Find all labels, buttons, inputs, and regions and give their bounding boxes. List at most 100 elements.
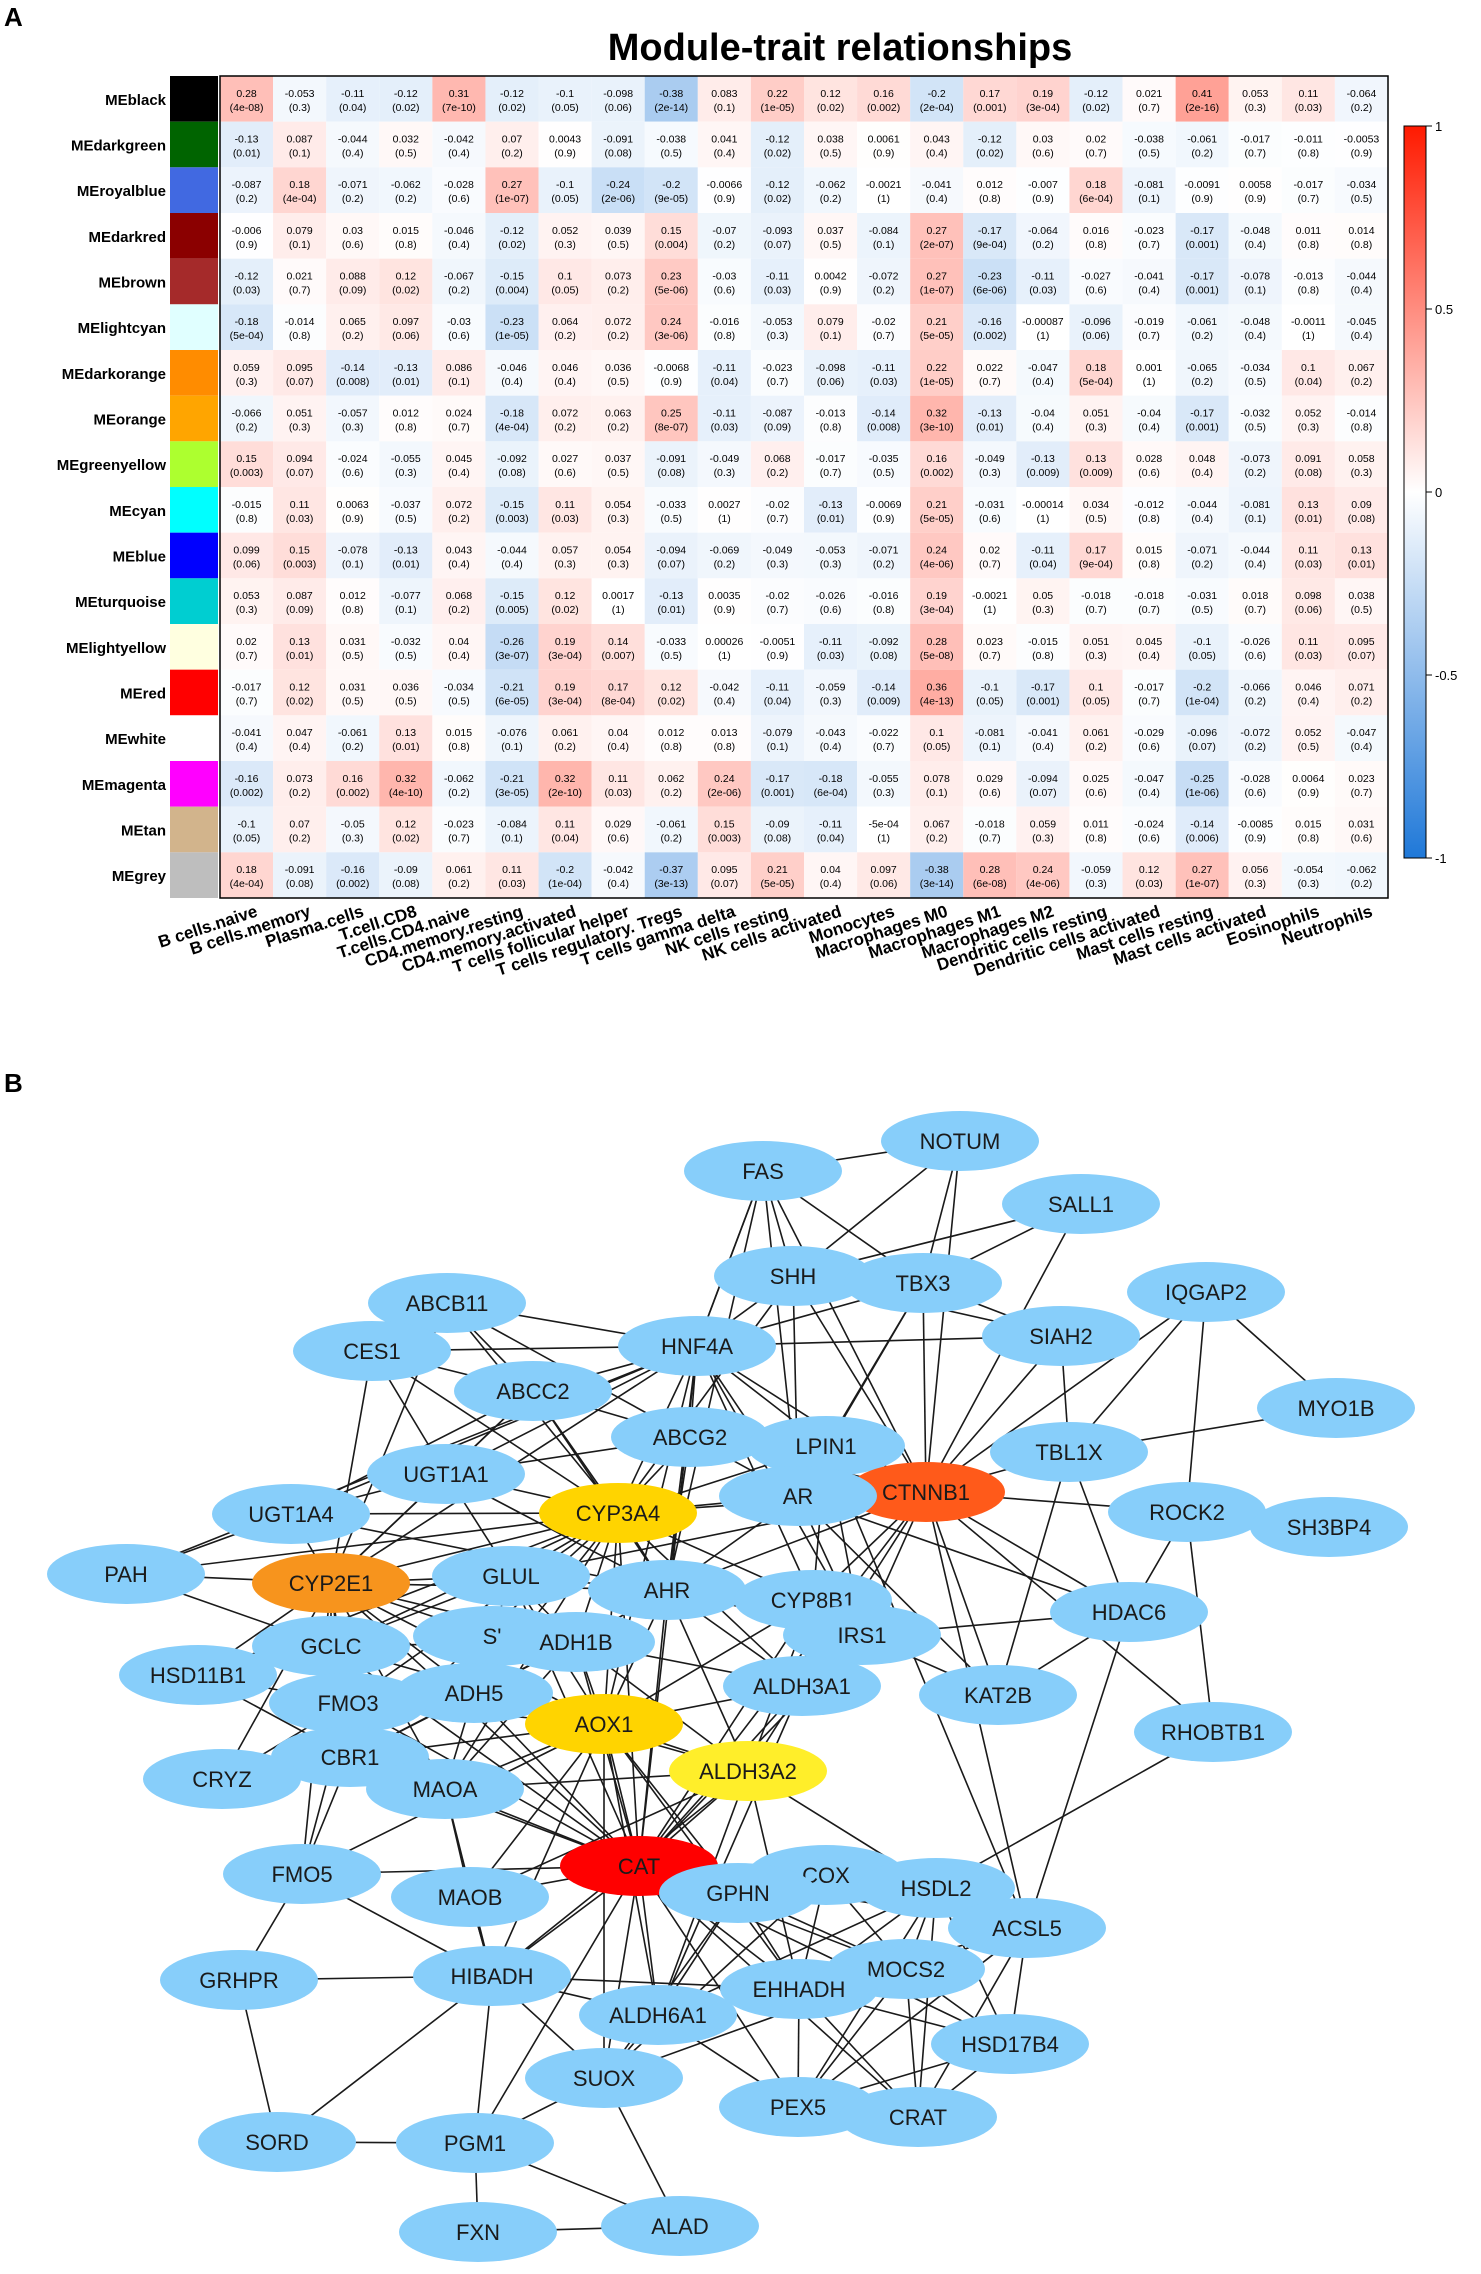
node-adh5[interactable]: ADH5 (395, 1663, 553, 1723)
node-notum[interactable]: NOTUM (881, 1111, 1039, 1171)
node-gclc[interactable]: GCLC (252, 1616, 410, 1676)
heatmap-cell (273, 213, 327, 259)
cell-correlation: 0.057 (552, 545, 578, 557)
cell-correlation: 0.17 (980, 88, 1001, 100)
cell-correlation: 0.038 (1348, 590, 1374, 602)
node-lpin1[interactable]: LPIN1 (747, 1416, 905, 1476)
node-hdac6[interactable]: HDAC6 (1050, 1582, 1208, 1642)
cell-pvalue: (6e-05) (495, 696, 529, 708)
cell-correlation: -0.12 (500, 88, 524, 100)
node-crat[interactable]: CRAT (839, 2087, 997, 2147)
module-color-swatch (170, 487, 218, 533)
node-maob[interactable]: MAOB (391, 1867, 549, 1927)
node-myo1b[interactable]: MYO1B (1257, 1378, 1415, 1438)
module-label: MEblack (105, 92, 167, 109)
cell-correlation: 0.012 (658, 727, 684, 739)
heatmap-cell (220, 669, 274, 716)
node-ellipse (611, 1407, 769, 1467)
node-ahr[interactable]: AHR (588, 1560, 746, 1620)
cell-correlation: -0.24 (606, 179, 630, 191)
node-cyp2e1[interactable]: CYP2E1 (252, 1553, 410, 1613)
cell-correlation: -0.11 (713, 362, 736, 374)
node-fas[interactable]: FAS (684, 1141, 842, 1201)
node-hsdl2[interactable]: HSDL2 (857, 1858, 1015, 1918)
node-pgm1[interactable]: PGM1 (396, 2113, 554, 2173)
node-iqgap2[interactable]: IQGAP2 (1127, 1262, 1285, 1322)
node-ctnnb1[interactable]: CTNNB1 (847, 1462, 1005, 1522)
node-ces1[interactable]: CES1 (293, 1321, 451, 1381)
node-pex5[interactable]: PEX5 (719, 2077, 877, 2137)
cell-pvalue: (0.5) (342, 650, 364, 662)
node-cryz[interactable]: CRYZ (143, 1749, 301, 1809)
node-cyp3a4[interactable]: CYP3A4 (539, 1483, 697, 1543)
cell-correlation: -0.033 (656, 499, 686, 511)
node-rock2[interactable]: ROCK2 (1108, 1482, 1266, 1542)
node-aox1[interactable]: AOX1 (525, 1694, 683, 1754)
node-gphn[interactable]: GPHN (659, 1863, 817, 1923)
cell-pvalue: (1e-05) (761, 102, 795, 114)
heatmap-cell (697, 806, 751, 853)
cell-pvalue: (0.6) (1244, 650, 1266, 662)
node-acsl5[interactable]: ACSL5 (948, 1898, 1106, 1958)
node-aldh3a1[interactable]: ALDH3A1 (723, 1656, 881, 1716)
node-ehhadh[interactable]: EHHADH (720, 1959, 878, 2019)
node-irs1[interactable]: IRS1 (783, 1605, 941, 1665)
node-aldh6a1[interactable]: ALDH6A1 (579, 1985, 737, 2045)
node-hsd11b1[interactable]: HSD11B1 (119, 1645, 277, 1705)
node-ugt1a1[interactable]: UGT1A1 (367, 1444, 525, 1504)
node-hibadh[interactable]: HIBADH (413, 1946, 571, 2006)
node-ugt1a4[interactable]: UGT1A4 (212, 1484, 370, 1544)
heatmap-cell (697, 487, 751, 533)
node-ellipse (293, 1321, 451, 1381)
cell-correlation: 0.021 (286, 271, 312, 283)
node-hsd17b4[interactable]: HSD17B4 (931, 2014, 1089, 2074)
cell-pvalue: (0.9) (1351, 148, 1373, 160)
cell-pvalue: (0.9) (660, 376, 682, 388)
node-shh[interactable]: SHH (714, 1246, 872, 1306)
node-ar[interactable]: AR (719, 1466, 877, 1526)
cell-correlation: -0.091 (285, 864, 315, 876)
heatmap-cell (1228, 76, 1282, 122)
node-kat2b[interactable]: KAT2B (919, 1665, 1077, 1725)
node-glul[interactable]: GLUL (432, 1546, 590, 1606)
node-ellipse (857, 1858, 1015, 1918)
node-abcg2[interactable]: ABCG2 (611, 1407, 769, 1467)
heatmap-cell (326, 258, 380, 305)
node-sord[interactable]: SORD (198, 2112, 356, 2172)
cell-pvalue: (0.03) (233, 285, 260, 297)
node-tbl1x[interactable]: TBL1X (990, 1422, 1148, 1482)
node-fxn[interactable]: FXN (399, 2202, 557, 2262)
node-rhobtb1[interactable]: RHOBTB1 (1134, 1702, 1292, 1762)
network-edge (997, 1451, 1070, 1696)
cell-pvalue: (0.02) (764, 148, 791, 160)
cell-correlation: -0.047 (1028, 362, 1058, 374)
node-abcb11[interactable]: ABCB11 (368, 1273, 526, 1333)
node-suox[interactable]: SUOX (525, 2048, 683, 2108)
module-color-swatch (170, 624, 218, 670)
heatmap-cell (1334, 395, 1388, 442)
node-abcc2[interactable]: ABCC2 (454, 1361, 612, 1421)
node-fmo5[interactable]: FMO5 (223, 1844, 381, 1904)
node-maoa[interactable]: MAOA (366, 1759, 524, 1819)
node-pah[interactable]: PAH (47, 1544, 205, 1604)
cell-correlation: 0.079 (817, 316, 843, 328)
cell-pvalue: (0.7) (448, 833, 470, 845)
node-alad[interactable]: ALAD (601, 2196, 759, 2256)
cell-correlation: -0.055 (869, 773, 899, 785)
cell-correlation: -0.11 (872, 362, 895, 374)
node-tbx3[interactable]: TBX3 (844, 1253, 1002, 1313)
node-hnf4a[interactable]: HNF4A (618, 1316, 776, 1376)
node-sall1[interactable]: SALL1 (1002, 1174, 1160, 1234)
heatmap-cell (1334, 532, 1388, 579)
heatmap-cell (591, 669, 645, 716)
cell-pvalue: (0.1) (342, 559, 364, 571)
node-sh3bp4[interactable]: SH3BP4 (1250, 1497, 1408, 1557)
heatmap-cell (1334, 669, 1388, 716)
node-ellipse (659, 1863, 817, 1923)
node-siah2[interactable]: SIAH2 (982, 1306, 1140, 1366)
node-adh1b[interactable]: ADH1B (497, 1612, 655, 1672)
node-grhpr[interactable]: GRHPR (160, 1950, 318, 2010)
node-fmo3[interactable]: FMO3 (269, 1673, 427, 1733)
node-aldh3a2[interactable]: ALDH3A2 (669, 1741, 827, 1801)
heatmap-cell (591, 532, 645, 579)
